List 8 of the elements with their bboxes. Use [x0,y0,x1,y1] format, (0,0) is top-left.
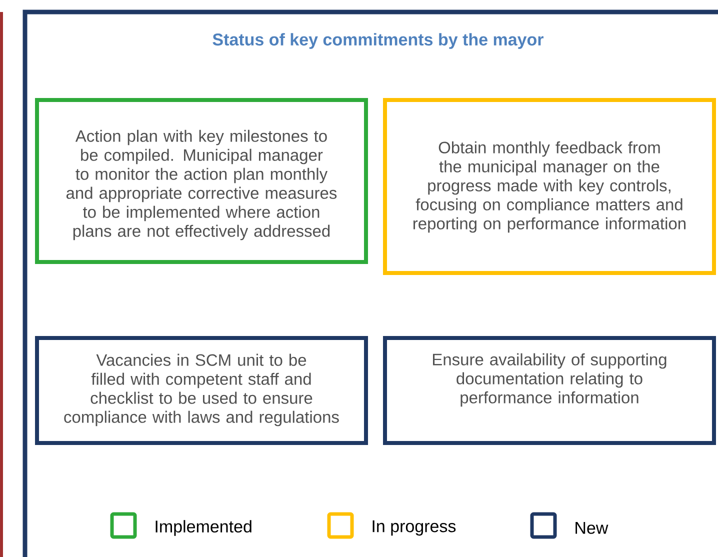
title: Status of key commitments by the mayor [212,33,544,49]
status-box: Action plan with key milestones to be compiled. Municipal manager to monitor the action plan monthly and appropriate corrective measures to be implemented where action plans are not effectively addressed [35,98,368,264]
legend-label: In progress [372,520,456,536]
status-box: Vacancies in SCM unit to be filled with competent staff and checklist to be used to ensure compliance with laws and regulations [35,336,368,445]
status-box: Obtain monthly feedback from the municipal manager on the progress made with key controls, focusing on compliance matters and reporting on performance information [383,98,716,275]
legend-label: New [576,522,608,534]
status-box: Ensure availability of supporting documentation relating to performance information [383,336,716,445]
legend-label: Implemented [156,520,252,536]
